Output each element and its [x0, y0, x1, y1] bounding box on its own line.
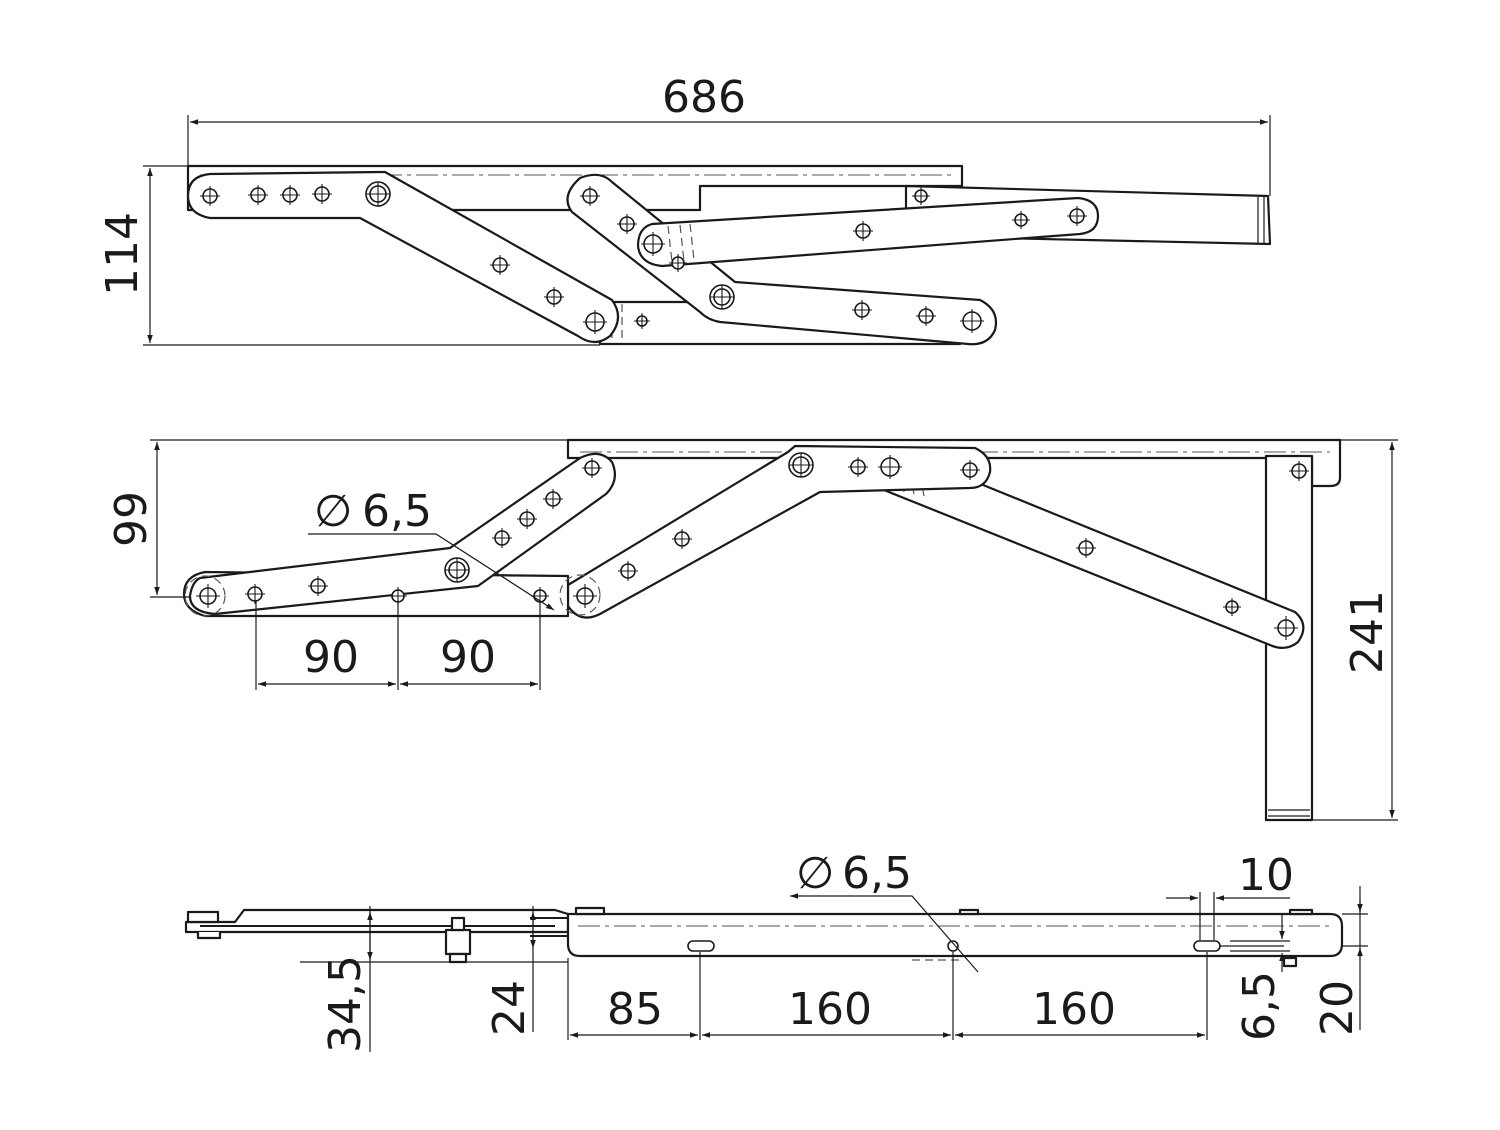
side-stud	[444, 928, 472, 956]
dim-160-a-label: 160	[788, 984, 872, 1035]
folded-view: 686 114	[97, 72, 1272, 346]
dim-6-5-vertical-label: 6,5	[1234, 971, 1285, 1041]
dim-85-label: 85	[607, 984, 663, 1035]
side-view: ∅ 6,5 34,5 24 85 160 160 10 6,5	[184, 848, 1368, 1053]
dim-99-label: 99	[106, 491, 157, 547]
side-thin-plate	[184, 908, 570, 934]
dim-686-label: 686	[662, 72, 746, 123]
top-arm-middle	[566, 173, 998, 346]
dim-20-label: 20	[1312, 980, 1363, 1036]
dim-241-label: 241	[1342, 590, 1393, 674]
dim-10-label: 10	[1238, 850, 1294, 901]
side-main-body	[566, 912, 1344, 958]
dim-114-label: 114	[97, 212, 148, 296]
dim-middle-diameter-symbol: ∅	[314, 486, 352, 537]
middle-arm-center	[566, 444, 992, 619]
side-slot-left	[687, 940, 715, 952]
side-hole-center	[947, 940, 959, 952]
middle-arm-left-upper	[188, 452, 617, 616]
dim-24-label: 24	[484, 980, 535, 1036]
unfolded-view: 99 ∅ 6,5 90 90 241	[106, 438, 1398, 822]
dim-90-b-label: 90	[440, 632, 496, 683]
top-arm-left	[186, 170, 620, 344]
dim-bottom-diameter-symbol: ∅	[796, 848, 834, 899]
middle-hole-crosses	[196, 453, 1309, 640]
dim-bottom-diameter-label: 6,5	[842, 848, 912, 899]
dim-160-b-label: 160	[1032, 984, 1116, 1035]
dim-90-a-label: 90	[303, 632, 359, 683]
dim-34-5-label: 34,5	[320, 955, 371, 1053]
side-slot-right	[1193, 940, 1221, 952]
dim-middle-diameter-label: 6,5	[362, 486, 432, 537]
top-hole-crosses	[200, 182, 1087, 334]
